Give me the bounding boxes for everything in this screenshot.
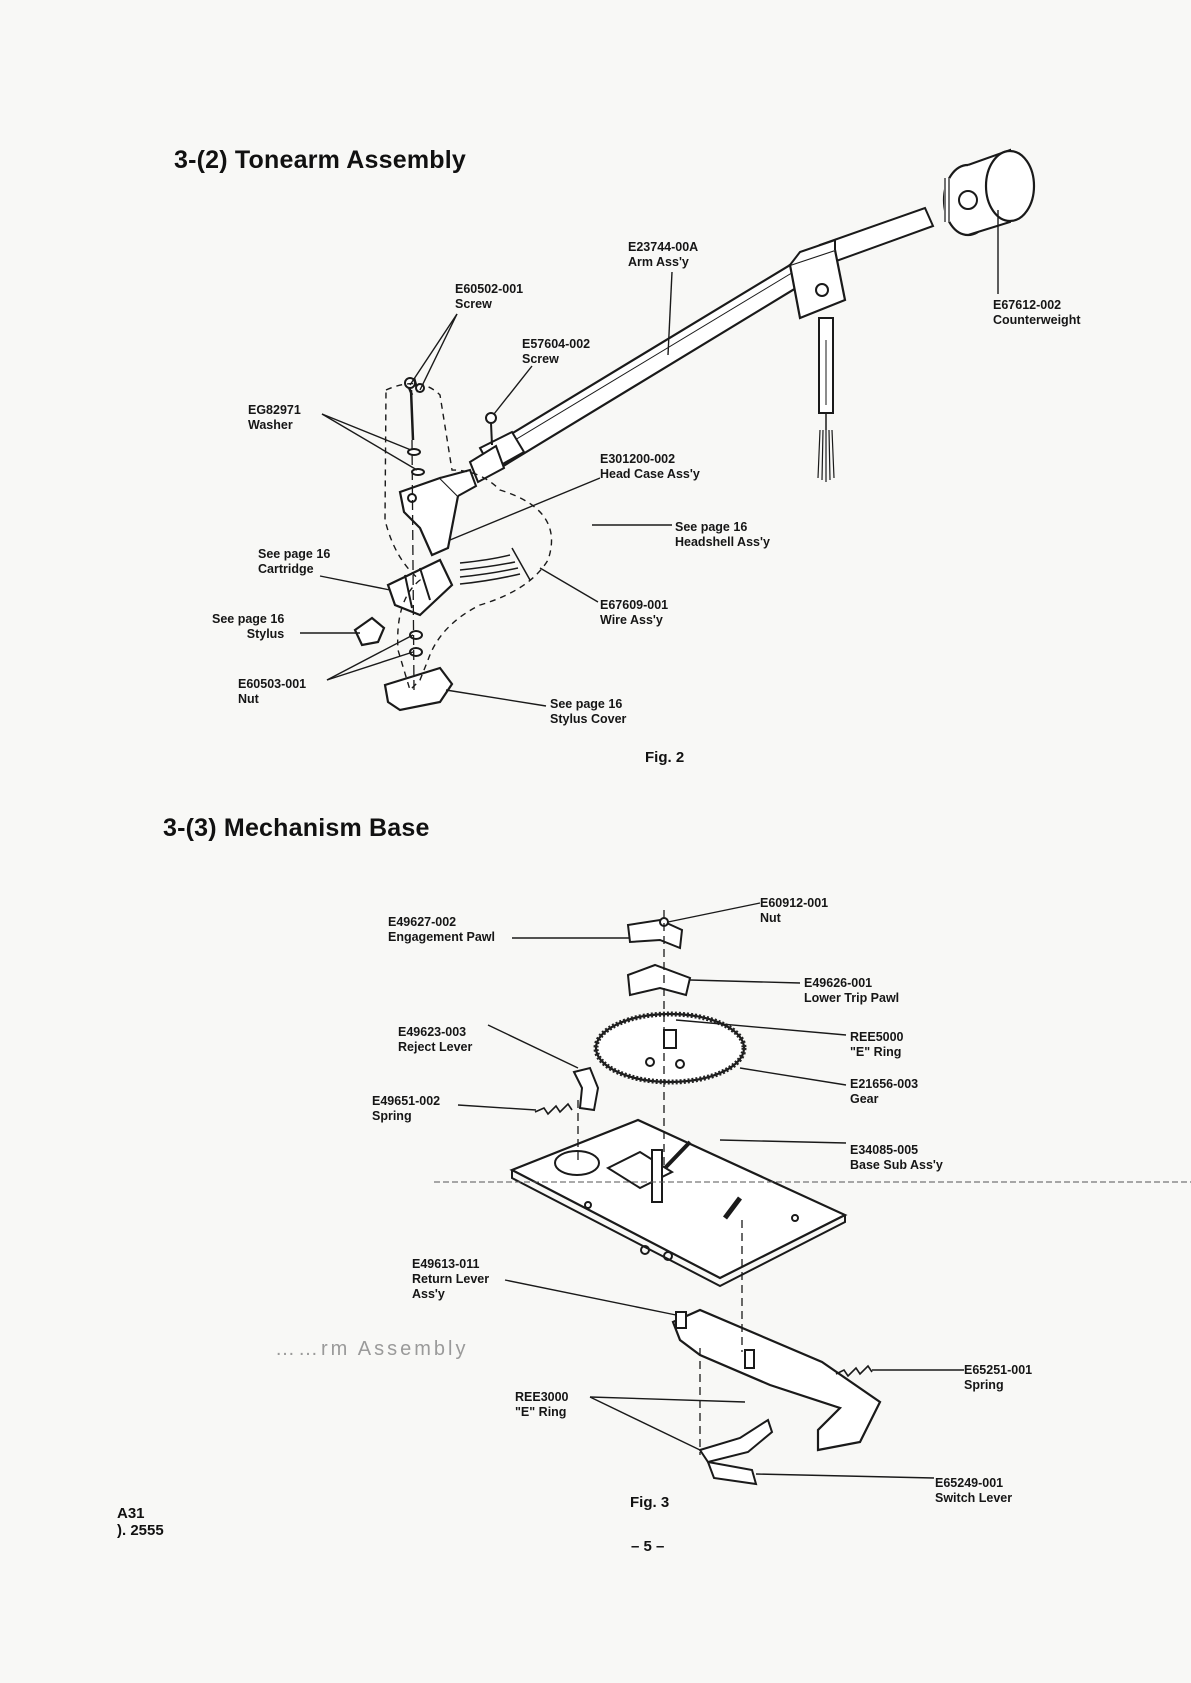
part-number: E65249-001 xyxy=(935,1476,1004,1490)
footer-model-code: A31 ). 2555 xyxy=(117,1505,164,1539)
bleed-through-text: ……rm Assembly xyxy=(275,1338,469,1360)
part-number: E60502-001 xyxy=(455,282,524,296)
callout-return-lever-assy: E49613-011 Return Lever Ass'y xyxy=(412,1257,489,1302)
callout-gear: E21656-003 Gear xyxy=(850,1077,918,1107)
part-name: Return Lever xyxy=(412,1272,490,1286)
part-name: Gear xyxy=(850,1092,879,1106)
part-number: E49623-003 xyxy=(398,1025,467,1039)
callout-cartridge: See page 16 Cartridge xyxy=(258,547,330,577)
part-name: Base Sub Ass'y xyxy=(850,1158,943,1172)
callout-spring-right: E65251-001 Spring xyxy=(964,1363,1032,1393)
part-name: Washer xyxy=(248,418,293,432)
callout-stylus-cover: See page 16 Stylus Cover xyxy=(550,697,626,727)
part-number: E34085-005 xyxy=(850,1143,919,1157)
callout-engagement-pawl: E49627-002 Engagement Pawl xyxy=(388,915,495,945)
part-number: E49626-001 xyxy=(804,976,873,990)
callout-nut: E60503-001 Nut xyxy=(238,677,306,707)
document-number: ). 2555 xyxy=(117,1522,164,1539)
part-number: See page 16 xyxy=(258,547,331,561)
part-name: Screw xyxy=(522,352,559,366)
part-name: Headshell Ass'y xyxy=(675,535,770,549)
tonearm-leader-lines xyxy=(300,210,999,707)
part-number: E67609-001 xyxy=(600,598,669,612)
callout-wire-assy: E67609-001 Wire Ass'y xyxy=(600,598,668,628)
mechanism-leader-lines xyxy=(457,902,964,1479)
part-name: Switch Lever xyxy=(935,1491,1013,1505)
callout-lower-trip-pawl: E49626-001 Lower Trip Pawl xyxy=(804,976,899,1006)
part-number: E60912-001 xyxy=(760,896,829,910)
figure-caption-fig2: Fig. 2 xyxy=(645,749,685,766)
mechanism-base-drawing xyxy=(434,910,1191,1486)
part-name: Nut xyxy=(238,692,259,706)
page-number: – 5 – xyxy=(631,1538,665,1555)
part-name: Stylus xyxy=(246,627,285,641)
part-name: Cartridge xyxy=(258,562,314,576)
part-number: E57604-002 xyxy=(522,337,591,351)
callout-arm-assy: E23744-00A Arm Ass'y xyxy=(628,240,698,270)
part-name: Lower Trip Pawl xyxy=(804,991,900,1005)
callout-spring-left: E49651-002 Spring xyxy=(372,1094,440,1124)
callout-reject-lever: E49623-003 Reject Lever xyxy=(398,1025,472,1055)
part-name: Spring xyxy=(964,1378,1004,1392)
section-heading-mechanism: 3-(3) Mechanism Base xyxy=(163,814,430,842)
part-number: E65251-001 xyxy=(964,1363,1033,1377)
part-name: Head Case Ass'y xyxy=(600,467,700,481)
part-number: REE3000 xyxy=(515,1390,569,1404)
callout-head-case-assy: E301200-002 Head Case Ass'y xyxy=(600,452,700,482)
part-number: E49613-011 xyxy=(412,1257,480,1271)
part-number: See page 16 xyxy=(675,520,748,534)
part-number: EG82971 xyxy=(248,403,301,417)
callout-screw-top: E60502-001 Screw xyxy=(455,282,523,312)
callout-counterweight: E67612-002 Counterweight xyxy=(993,298,1081,328)
part-number: E67612-002 xyxy=(993,298,1062,312)
tonearm-assembly-drawing xyxy=(353,148,1036,712)
part-name: Nut xyxy=(760,911,781,925)
model-code: A31 xyxy=(117,1505,145,1522)
part-name: Arm Ass'y xyxy=(628,255,689,269)
callout-base-sub-assy: E34085-005 Base Sub Ass'y xyxy=(850,1143,943,1173)
callout-stylus: See page 16 Stylus xyxy=(212,612,284,642)
part-name-line2: Ass'y xyxy=(412,1287,445,1301)
callout-washer: EG82971 Washer xyxy=(248,403,301,433)
part-name: "E" Ring xyxy=(850,1045,902,1059)
section-heading-tonearm: 3-(2) Tonearm Assembly xyxy=(174,146,466,174)
callout-e-ring-lever: REE3000 "E" Ring xyxy=(515,1390,569,1420)
part-number: E49627-002 xyxy=(388,915,457,929)
callout-headshell-assy: See page 16 Headshell Ass'y xyxy=(675,520,770,550)
part-number: E23744-00A xyxy=(628,240,699,254)
part-number: See page 16 xyxy=(550,697,623,711)
callout-e-ring-gear: REE5000 "E" Ring xyxy=(850,1030,904,1060)
part-name: Reject Lever xyxy=(398,1040,473,1054)
callout-screw-collar: E57604-002 Screw xyxy=(522,337,590,367)
part-name: Spring xyxy=(372,1109,412,1123)
part-name: Counterweight xyxy=(993,313,1081,327)
part-name: Wire Ass'y xyxy=(600,613,663,627)
part-number: E301200-002 xyxy=(600,452,676,466)
part-name: Screw xyxy=(455,297,492,311)
part-name: Stylus Cover xyxy=(550,712,627,726)
callout-nut-top: E60912-001 Nut xyxy=(760,896,828,926)
part-number: REE5000 xyxy=(850,1030,904,1044)
part-name: Engagement Pawl xyxy=(388,930,495,944)
part-name: "E" Ring xyxy=(515,1405,567,1419)
part-number: E49651-002 xyxy=(372,1094,441,1108)
part-number: E21656-003 xyxy=(850,1077,919,1091)
figure-caption-fig3: Fig. 3 xyxy=(630,1494,670,1511)
part-number: E60503-001 xyxy=(238,677,307,691)
part-number: See page 16 xyxy=(212,612,285,626)
callout-switch-lever: E65249-001 Switch Lever xyxy=(935,1476,1012,1506)
